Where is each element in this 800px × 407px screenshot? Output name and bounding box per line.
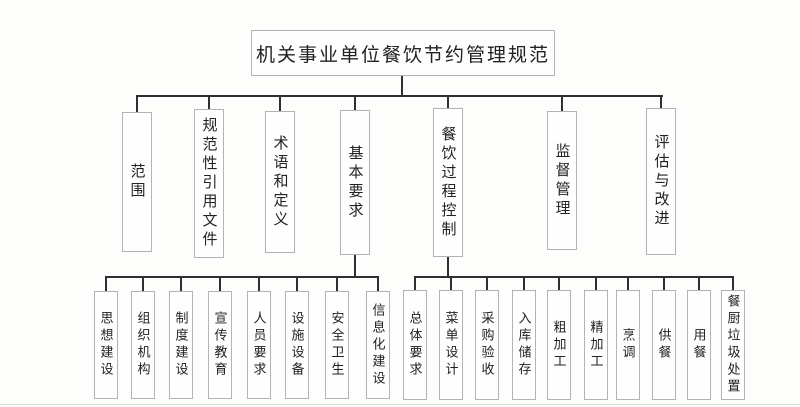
connector-stub-rough-processing <box>558 277 560 290</box>
connector-stub-terms-definitions <box>279 96 281 111</box>
connector-stub-procurement <box>486 277 488 290</box>
node-safety-hygiene: 安全卫生 <box>325 291 349 399</box>
root-title-label: 机关事业单位餐饮节约管理规范 <box>255 44 550 66</box>
node-catering-process-control: 餐饮过程控制 <box>433 108 463 257</box>
connector-stub-waste-disposal <box>732 277 734 290</box>
connector-stub-publicity <box>219 277 221 291</box>
node-dining: 用餐 <box>687 290 711 400</box>
node-supervision-management: 监督管理 <box>547 111 577 250</box>
node-procurement-acceptance: 采购验收 <box>475 290 499 400</box>
node-ideological-construction: 思想建设 <box>94 291 118 399</box>
node-cooking: 烹调 <box>616 290 640 400</box>
connector-stub-process-control <box>447 96 449 108</box>
node-warehousing-storage: 入库储存 <box>512 290 536 400</box>
connector-basic-hline <box>105 276 379 278</box>
connector-stub-basic-requirements <box>354 96 356 110</box>
connector-stub-ideology <box>105 277 107 291</box>
connector-stub-safety <box>336 277 338 291</box>
node-menu-design: 菜单设计 <box>439 290 463 400</box>
node-kitchen-waste-disposal: 餐厨垃圾处置 <box>721 290 745 400</box>
connector-stub-personnel <box>258 277 260 291</box>
connector-stub-dining <box>698 277 700 290</box>
node-personnel-requirements: 人员要求 <box>247 291 271 399</box>
connector-stub-supervision <box>561 96 563 111</box>
connector-root-drop-line <box>401 76 403 96</box>
page-bottom-edge-line <box>0 404 800 405</box>
connector-stub-overall <box>414 277 416 290</box>
node-overall-requirements: 总体要求 <box>403 290 427 400</box>
node-informatization-construction: 信息化建设 <box>366 291 390 399</box>
node-terms-definitions: 术语和定义 <box>265 111 295 253</box>
node-system-construction: 制度建设 <box>169 291 193 399</box>
node-root-title: 机关事业单位餐饮节约管理规范 <box>251 30 555 76</box>
connector-stub-cooking <box>627 277 629 290</box>
node-meal-supply: 供餐 <box>652 290 676 400</box>
connector-stub-organization <box>142 277 144 291</box>
connector-basic-drop-line <box>354 255 356 277</box>
connector-stub-meal-supply <box>663 277 665 290</box>
node-fine-processing: 精加工 <box>584 290 608 400</box>
node-basic-requirements: 基本要求 <box>340 110 370 255</box>
node-normative-references: 规范性引用文件 <box>194 109 224 258</box>
connector-level2-hline <box>136 95 663 97</box>
connector-stub-system <box>180 277 182 291</box>
connector-stub-facilities <box>296 277 298 291</box>
connector-process-hline <box>414 276 734 278</box>
connector-stub-normative-references <box>208 96 210 109</box>
connector-stub-evaluation <box>660 96 662 108</box>
connector-stub-fine-processing <box>595 277 597 290</box>
connector-stub-warehousing <box>523 277 525 290</box>
node-evaluation-improvement: 评估与改进 <box>646 108 676 255</box>
connector-stub-informatization <box>377 277 379 291</box>
connector-process-drop-line <box>447 257 449 277</box>
node-facilities-equipment: 设施设备 <box>285 291 309 399</box>
connector-stub-scope <box>136 96 138 112</box>
node-organizational-structure: 组织机构 <box>131 291 155 399</box>
node-scope: 范围 <box>122 112 152 252</box>
connector-stub-menu <box>450 277 452 290</box>
node-rough-processing: 粗加工 <box>547 290 571 400</box>
node-publicity-education: 宣传教育 <box>208 291 232 399</box>
